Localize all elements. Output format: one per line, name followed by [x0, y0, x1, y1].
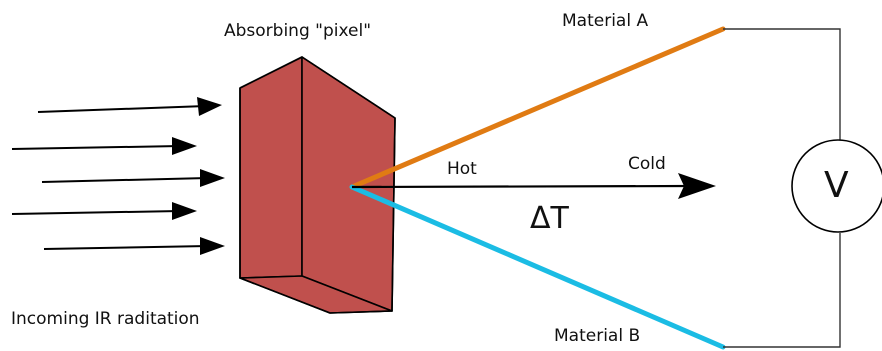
- absorber-block: [239, 56, 396, 314]
- ir-arrow-1: [37, 105, 207, 113]
- ir-arrow-head-4: [172, 202, 197, 220]
- circuit-wire-bottom: [723, 233, 841, 348]
- hot-to-cold-arrowhead: [678, 173, 716, 199]
- absorber-side-face: [301, 56, 396, 312]
- ir-arrow-head-5: [200, 237, 225, 255]
- ir-arrow-3: [41, 177, 209, 183]
- ir-arrow-5: [43, 245, 209, 250]
- absorber-label: Absorbing "pixel": [224, 21, 372, 41]
- ir-arrow-head-3: [200, 169, 225, 187]
- voltmeter-label: V: [824, 165, 849, 206]
- voltmeter-icon: [791, 139, 882, 233]
- ir-arrow-head-2: [172, 137, 197, 155]
- material-a-wire: [349, 26, 726, 190]
- circuit-wire-top: [723, 28, 841, 140]
- hot-label: Hot: [447, 159, 477, 179]
- material-b-wire: [349, 184, 726, 350]
- incoming-ir-label: Incoming IR raditation: [11, 309, 200, 329]
- absorber-outline: [239, 56, 396, 314]
- hot-to-cold-arrow: [351, 184, 691, 189]
- cold-label: Cold: [628, 154, 666, 174]
- material-b-label: Material B: [554, 326, 641, 346]
- ir-arrow-head-1: [197, 97, 222, 116]
- material-a-label: Material A: [562, 11, 649, 31]
- absorber-front-face: [239, 56, 303, 279]
- ir-arrows-icon: [11, 97, 225, 255]
- delta-t-label: ΔT: [530, 201, 569, 236]
- ir-arrow-4: [11, 210, 181, 215]
- ir-arrow-2: [11, 145, 181, 150]
- voltmeter-circuit: [723, 28, 841, 348]
